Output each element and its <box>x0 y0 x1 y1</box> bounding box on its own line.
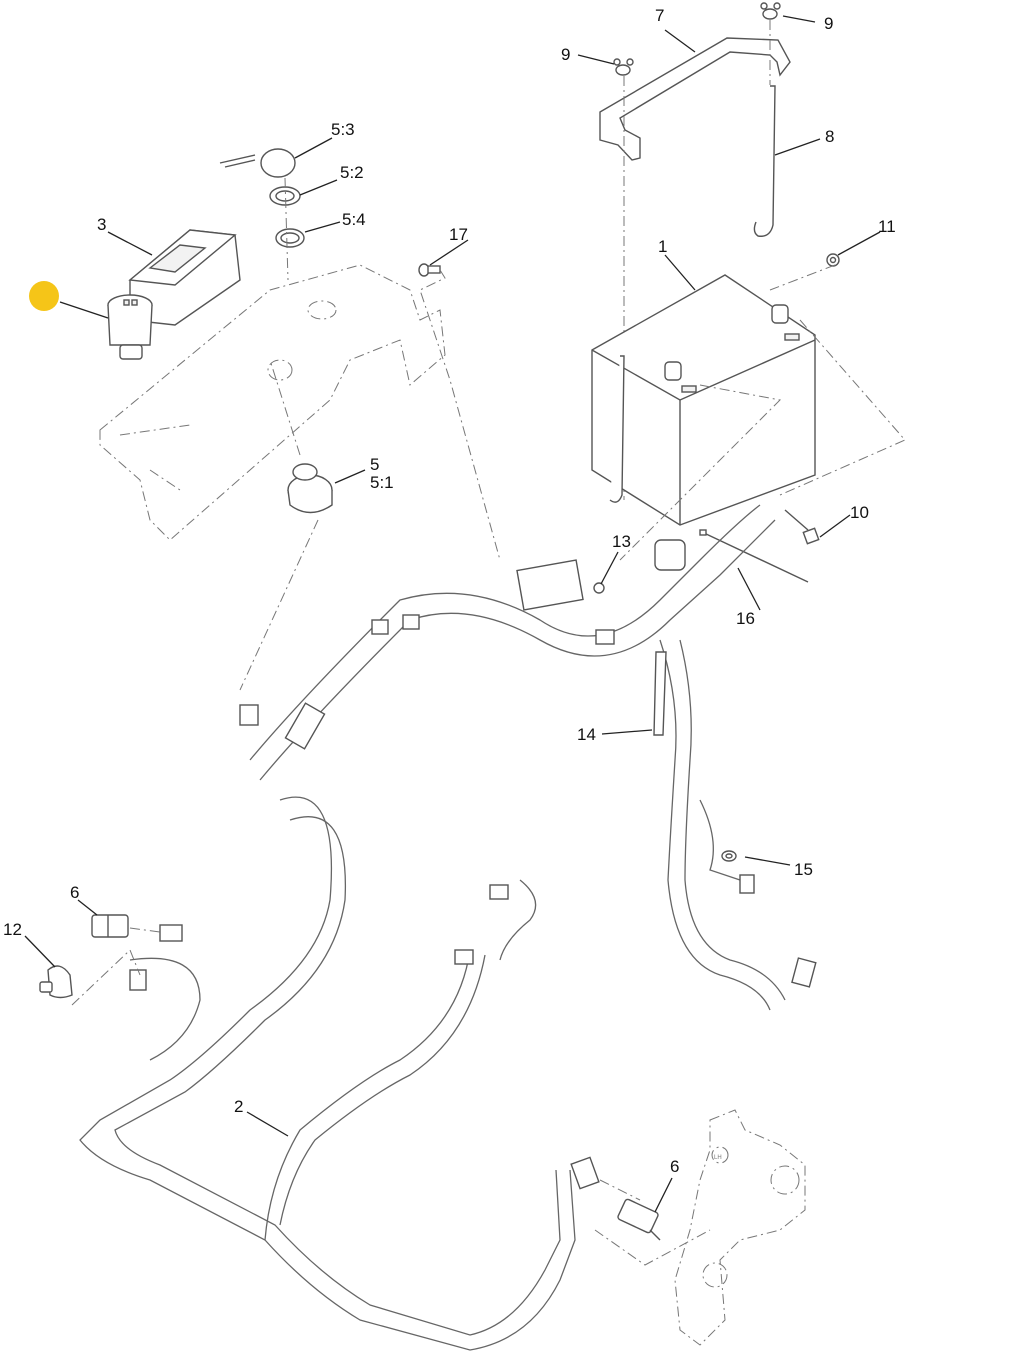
callout-6-upper[interactable]: 6 <box>70 883 79 902</box>
cable-tie[interactable] <box>699 529 809 583</box>
leader-highlight <box>59 301 109 319</box>
battery-hold-down-bracket[interactable] <box>599 37 791 161</box>
callout-9-left[interactable]: 9 <box>561 45 570 64</box>
callout-7[interactable]: 7 <box>655 6 664 25</box>
callout-5-4[interactable]: 5:4 <box>342 210 366 229</box>
switch-lower[interactable] <box>617 1198 661 1241</box>
nut-small[interactable] <box>593 582 605 594</box>
callout-13[interactable]: 13 <box>612 532 631 551</box>
leader-lines <box>24 15 881 1213</box>
harness-connectors <box>129 539 817 1190</box>
callout-15[interactable]: 15 <box>794 860 813 879</box>
switch-upper[interactable] <box>91 914 129 938</box>
callout-2[interactable]: 2 <box>234 1097 243 1116</box>
pedal-bracket: LH <box>674 1109 806 1346</box>
j-bolt[interactable] <box>753 85 776 237</box>
callout-16[interactable]: 16 <box>736 609 755 628</box>
wing-nut-right[interactable] <box>760 2 781 20</box>
callout-8[interactable]: 8 <box>825 127 834 146</box>
battery[interactable] <box>591 274 816 526</box>
wiring-harness[interactable] <box>79 504 786 1351</box>
washer[interactable] <box>721 850 737 862</box>
callout-17[interactable]: 17 <box>449 225 468 244</box>
callout-3[interactable]: 3 <box>97 215 106 234</box>
interlock-switch[interactable] <box>39 965 73 999</box>
callout-5[interactable]: 5 <box>370 455 379 474</box>
control-panel-outline <box>99 264 446 541</box>
screw[interactable] <box>418 263 441 277</box>
callout-5-1[interactable]: 5:1 <box>370 473 394 492</box>
callout-6-lower[interactable]: 6 <box>670 1157 679 1176</box>
callout-11[interactable]: 11 <box>878 217 896 236</box>
ignition-switch[interactable] <box>287 463 333 514</box>
callout-9-right[interactable]: 9 <box>824 14 833 33</box>
callout-14[interactable]: 14 <box>577 725 596 744</box>
rocker-switch[interactable] <box>107 294 153 360</box>
callout-10[interactable]: 10 <box>850 503 869 522</box>
bracket-side-label: LH <box>714 1155 722 1161</box>
callout-labels: 1 2 3 5 5:1 5:2 5:3 5:4 6 6 7 8 9 9 10 1… <box>3 6 896 1176</box>
callout-1[interactable]: 1 <box>658 237 667 256</box>
wing-nut-left[interactable] <box>613 58 634 76</box>
ignition-key-assembly[interactable] <box>219 148 305 281</box>
nut[interactable] <box>826 253 840 267</box>
callout-5-3[interactable]: 5:3 <box>331 120 355 139</box>
highlight-marker[interactable] <box>29 281 59 311</box>
cable-tie-strap[interactable] <box>653 651 667 736</box>
bolt[interactable] <box>784 509 820 545</box>
callout-12[interactable]: 12 <box>3 920 22 939</box>
callout-5-2[interactable]: 5:2 <box>340 163 364 182</box>
